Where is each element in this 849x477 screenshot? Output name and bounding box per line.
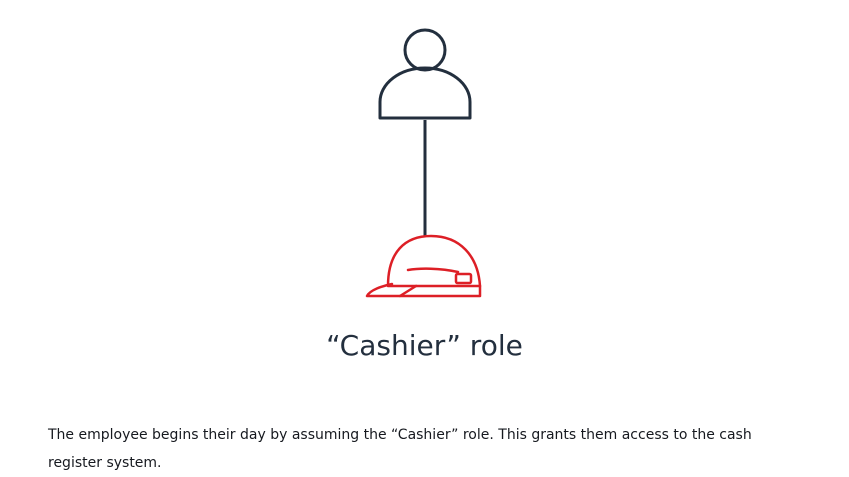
user-icon: [378, 28, 472, 120]
role-diagram: “Cashier” role: [326, 28, 523, 362]
cap-crown: [386, 234, 482, 288]
user-head: [403, 28, 447, 72]
cap-brim: [365, 282, 418, 298]
cap-band: [398, 284, 482, 298]
diagram-canvas: [365, 28, 482, 298]
role-label: “Cashier” role: [326, 329, 523, 362]
cap-strap: [454, 272, 473, 285]
cap-seam: [406, 267, 460, 274]
user-body: [378, 66, 472, 120]
caption-text: The employee begins their day by assumin…: [48, 427, 752, 471]
cap-icon: [365, 234, 482, 298]
